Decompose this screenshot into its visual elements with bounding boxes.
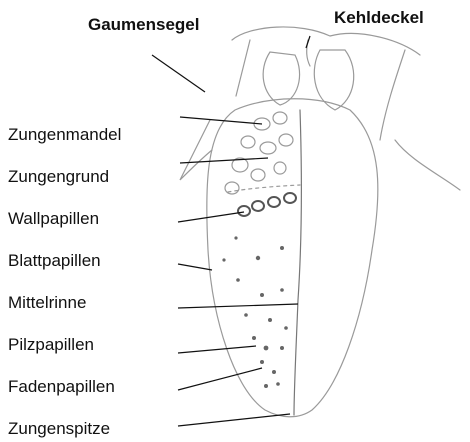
- median-groove: [294, 110, 301, 415]
- label-mittelrinne: Mittelrinne: [8, 294, 86, 311]
- tongue-outline: [207, 99, 378, 417]
- label-zungenspitze: Zungenspitze: [8, 420, 110, 437]
- circumvallate-papillae: [238, 193, 296, 216]
- label-wallpapillen: Wallpapillen: [8, 210, 99, 227]
- papillae-dots: [222, 236, 287, 388]
- label-zungengrund: Zungengrund: [8, 168, 109, 185]
- pointer-lines: [152, 36, 310, 426]
- pointer-gaumensegel: [152, 55, 205, 92]
- pointer-fadenpapillen: [178, 368, 262, 390]
- label-zungenmandel: Zungenmandel: [8, 126, 121, 143]
- palate-left: [236, 40, 250, 96]
- label-gaumensegel: Gaumensegel: [88, 16, 200, 33]
- epiglottis-left: [263, 52, 299, 105]
- pointer-pilzpapillen: [178, 346, 256, 353]
- pointer-zungengrund: [180, 158, 268, 163]
- pointer-blattpapillen: [178, 264, 212, 270]
- pointer-wallpapillen: [178, 212, 244, 222]
- fold-right: [395, 140, 460, 190]
- pointer-zungenspitze: [178, 414, 290, 426]
- pointer-zungenmandel: [180, 117, 262, 124]
- pointer-mittelrinne: [178, 304, 298, 308]
- label-pilzpapillen: Pilzpapillen: [8, 336, 94, 353]
- label-blattpapillen: Blattpapillen: [8, 252, 101, 269]
- fold-left: [180, 120, 212, 180]
- label-kehldeckel: Kehldeckel: [334, 9, 424, 26]
- palate-right: [380, 50, 405, 140]
- palate-outline: [232, 27, 420, 55]
- pointer-kehldeckel: [306, 36, 310, 48]
- label-fadenpapillen: Fadenpapillen: [8, 378, 115, 395]
